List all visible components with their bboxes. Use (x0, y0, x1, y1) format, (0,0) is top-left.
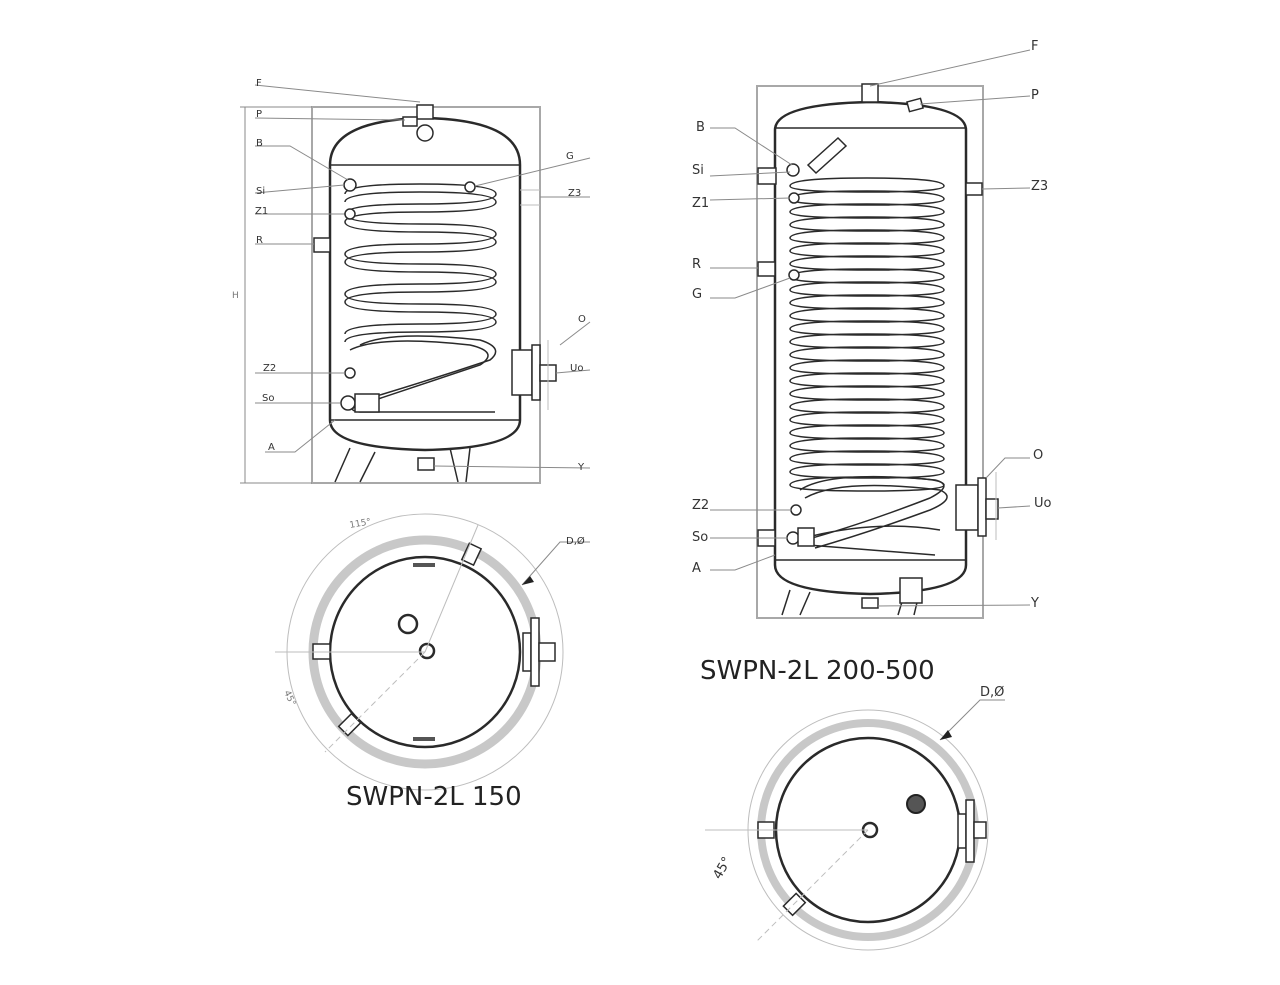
small-nozzle-si (343, 178, 357, 192)
large-anode-pipe (806, 136, 848, 175)
small-label-si: Si (256, 186, 265, 197)
large-label-z2: Z2 (692, 498, 709, 513)
small-label-b: B (256, 138, 263, 149)
small-flange-o (511, 349, 533, 396)
large-feet (781, 589, 921, 616)
small-tank-top-view: 115° 45° D,Ø (275, 513, 590, 791)
large-nozzle-g (788, 269, 800, 281)
small-model-title: SWPN-2L 150 (346, 782, 522, 812)
large-top-port-anode (906, 794, 926, 814)
small-label-uo: Uo (570, 363, 583, 374)
small-nozzle-z2 (344, 367, 356, 379)
small-nozzle-z1 (344, 208, 356, 220)
large-model-title: SWPN-2L 200-500 (700, 656, 935, 686)
large-bottom-drain-y (861, 597, 879, 609)
small-label-g: G (566, 151, 574, 162)
small-label-z3: Z3 (568, 188, 581, 199)
large-tank-side-view: F P B Si Z3 Z1 R G O Uo Z2 So A Y (692, 39, 1052, 619)
small-label-y: Y (577, 462, 585, 473)
small-label-o: O (578, 314, 586, 325)
large-label-si: Si (692, 163, 704, 178)
small-angle-45: 45° (281, 689, 297, 708)
large-nozzle-r (757, 261, 776, 277)
large-nozzle-z3 (965, 182, 983, 196)
large-coil-windings (789, 177, 945, 492)
large-flange-o (955, 484, 979, 531)
small-nozzle-r (313, 237, 331, 253)
large-label-z3: Z3 (1031, 179, 1048, 194)
large-label-f: F (1031, 39, 1038, 54)
small-label-z1: Z1 (255, 206, 268, 217)
large-nozzle-z2 (790, 504, 802, 516)
small-bottom-drain-y (417, 457, 435, 471)
small-angle-115: 115° (349, 517, 372, 531)
small-tank-side-view: H (232, 78, 591, 484)
large-top-nozzle-p (906, 97, 924, 113)
large-label-a: A (692, 561, 701, 576)
large-label-so: So (692, 530, 708, 545)
small-top-nozzle-upper (460, 542, 483, 567)
small-nozzle-g (464, 181, 476, 193)
small-label-f: F (256, 78, 262, 89)
small-top-port-center (418, 642, 436, 660)
small-feet (334, 447, 471, 483)
small-top-nozzle-lower (337, 712, 362, 737)
large-label-y: Y (1030, 596, 1039, 611)
large-label-p: P (1031, 88, 1039, 103)
small-diameter-label: D,Ø (566, 535, 585, 547)
large-nozzle-z1 (788, 192, 800, 204)
large-label-uo: Uo (1034, 496, 1052, 511)
large-label-z1: Z1 (692, 196, 709, 211)
large-label-o: O (1033, 448, 1043, 463)
small-label-so: So (262, 393, 274, 404)
large-top-nozzle-f (861, 83, 879, 103)
small-top-nozzle-f (416, 104, 434, 120)
large-top-flange (957, 813, 967, 849)
large-nozzle-so (786, 531, 800, 545)
small-top-nozzle-p (402, 116, 418, 127)
large-angle-45: 45° (710, 855, 735, 882)
large-label-r: R (692, 257, 701, 272)
small-label-a: A (268, 442, 275, 453)
small-label-h: H (232, 291, 239, 301)
small-label-p: P (256, 109, 262, 120)
large-label-g: G (692, 287, 702, 302)
small-anode-eye (416, 124, 434, 142)
large-coil (789, 177, 948, 556)
small-label-z2: Z2 (263, 363, 276, 374)
large-nozzle-si (786, 163, 800, 177)
large-coil-return (799, 475, 948, 556)
large-tank-top-view: D,Ø 45° (705, 685, 1005, 951)
small-top-flange (522, 632, 532, 672)
small-label-r: R (256, 235, 263, 246)
large-label-b: B (696, 120, 705, 135)
small-nozzle-so (340, 395, 356, 411)
large-diameter-label: D,Ø (980, 685, 1004, 700)
small-top-port-large (397, 613, 419, 635)
